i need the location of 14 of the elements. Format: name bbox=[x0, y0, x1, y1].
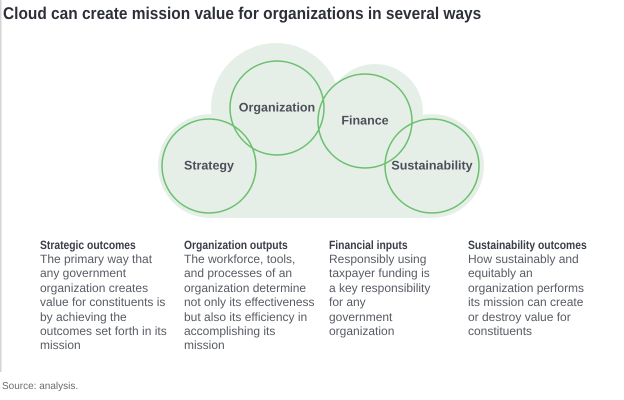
description-text: How sustainably and equitably an organization performs its mission can create or destroy value for constituents bbox=[468, 252, 586, 338]
circle-label: Organization bbox=[238, 100, 316, 116]
description-text: The primary way that any government organization creates value for constituents is by achieving the outcomes set forth in its mission bbox=[40, 252, 168, 353]
circle-label: Strategy bbox=[184, 158, 234, 174]
source-note: Source: analysis. bbox=[2, 381, 78, 393]
description-text: Responsibly using taxpayer funding is a key responsibility for any government organization bbox=[329, 252, 431, 338]
column-heading: Financial inputs bbox=[329, 238, 408, 252]
description-text: The workforce, tools, and processes of an organization determine not only its effectiveness but also its efficiency in accomplishing its mission bbox=[184, 252, 316, 353]
column-heading: Strategic outcomes bbox=[40, 238, 136, 252]
column-heading: Organization outputs bbox=[184, 238, 288, 252]
column-heading: Sustainability outcomes bbox=[468, 238, 587, 252]
chart-title: Cloud can create mission value for organizations in several ways bbox=[3, 4, 482, 24]
circle-label: Sustainability bbox=[391, 158, 473, 174]
circle-label: Finance bbox=[341, 114, 389, 128]
